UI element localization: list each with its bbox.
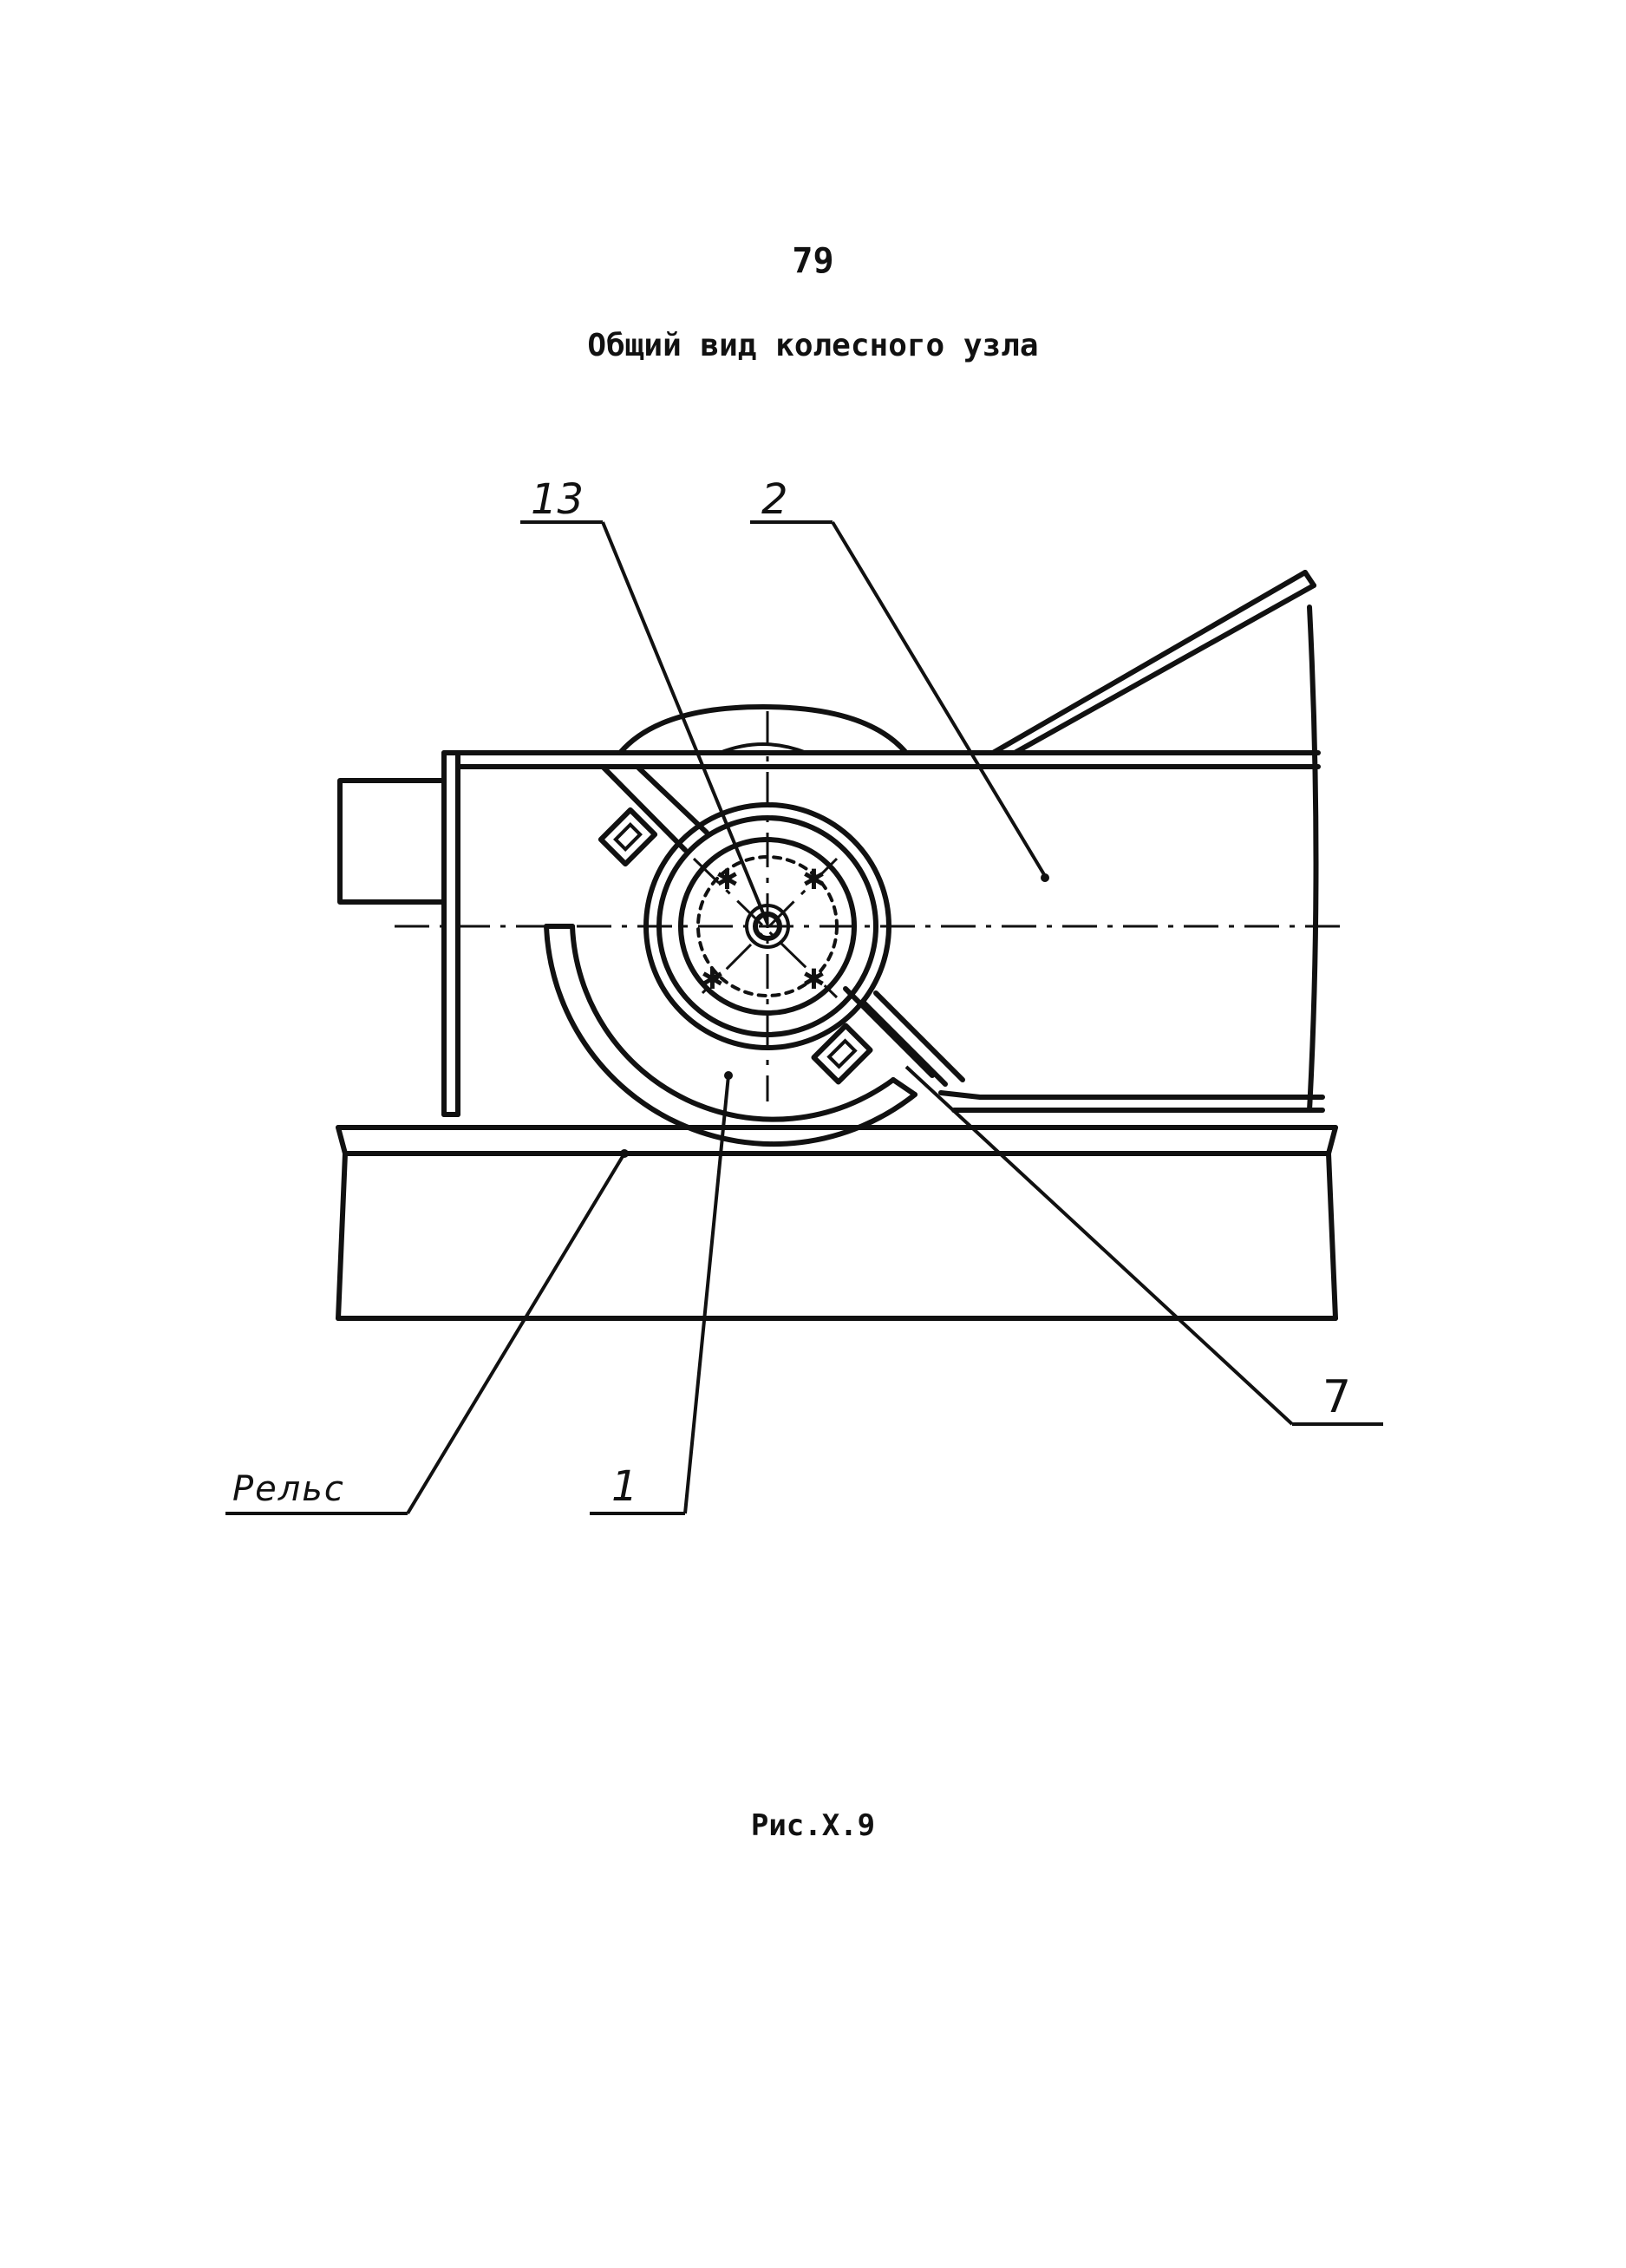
end-plate [441, 750, 460, 1117]
main-beam [441, 605, 1325, 1113]
callout-7: 7 [1322, 1371, 1351, 1423]
leader-lines [225, 520, 1383, 1515]
center-lines [395, 711, 1340, 1101]
wheel [544, 924, 917, 1147]
figure-caption: Рис.X.9 [750, 1808, 876, 1843]
page-number: 79 [792, 241, 834, 281]
upper-bracket [598, 764, 709, 867]
rail [336, 1125, 1338, 1321]
inclined-brace [990, 570, 1316, 755]
callout-2: 2 [761, 475, 788, 524]
svg-text:✱: ✱ [802, 863, 826, 896]
callout-13: 13 [531, 475, 584, 524]
svg-text:✱: ✱ [802, 963, 826, 996]
upper-guard [617, 704, 909, 755]
end-buffer [337, 778, 447, 905]
figure-title: Общий вид колесного узла [587, 328, 1039, 363]
lower-bracket [811, 986, 965, 1087]
callout-rail: Рельс [232, 1469, 345, 1509]
callout-1: 1 [611, 1462, 638, 1511]
